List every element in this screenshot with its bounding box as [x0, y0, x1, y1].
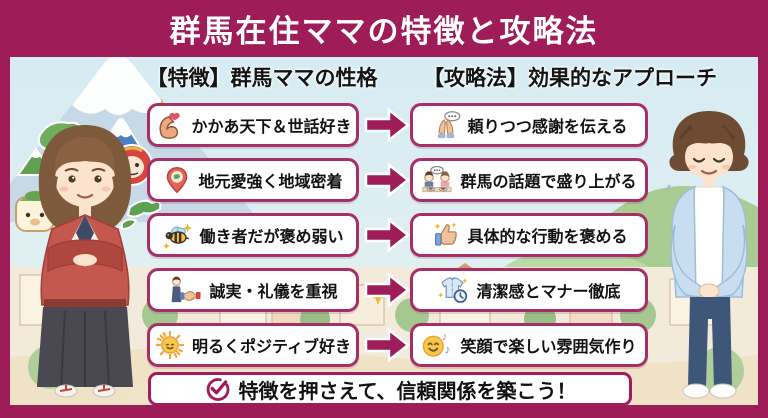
approach-label: 具体的な行動を褒める	[467, 229, 628, 246]
trait-card: 誠実・礼儀を重視	[147, 268, 359, 312]
pray-hands-icon	[431, 110, 461, 140]
arrow-right-icon	[364, 272, 410, 308]
arrow-right-icon	[364, 327, 410, 363]
approach-label: 群馬の話題で盛り上がる	[460, 174, 637, 191]
page-title: 群馬在住ママの特徴と攻略法	[169, 14, 599, 49]
sun-icon	[155, 330, 185, 360]
approach-column-header: 【攻略法】効果的なアプローチ	[423, 67, 717, 90]
chat-meal-icon	[421, 165, 453, 195]
conclusion-label: 特徴を押さえて、信頼関係を築こう！	[238, 380, 577, 403]
bowing-man-illustration	[667, 111, 749, 399]
approach-card: ♪♪ 笑顔で楽しい雰囲気作り	[410, 323, 648, 367]
gunma-mom-illustration	[37, 125, 133, 398]
approach-label: 笑顔で楽しい雰囲気作り	[460, 339, 637, 356]
conclusion-banner: 特徴を押さえて、信頼関係を築こう！	[148, 372, 632, 405]
approach-label: 頼りつつ感謝を伝える	[467, 119, 628, 136]
japan-map-icon	[121, 199, 162, 231]
trait-card: かかあ天下＆世話好き	[147, 103, 359, 147]
shirt-clock-icon	[437, 275, 469, 305]
trait-card: 地元愛強く地域密着	[147, 158, 359, 202]
trait-label: 地元愛強く地域密着	[198, 174, 343, 191]
approach-card: 群馬の話題で盛り上がる	[410, 158, 648, 202]
arrow-right-icon	[364, 217, 410, 253]
trait-label: かかあ天下＆世話好き	[191, 119, 352, 136]
trait-label: 明るくポジティブ好き	[191, 339, 352, 356]
thumbs-up-icon	[430, 220, 460, 250]
approach-card: 具体的な行動を褒める	[410, 213, 648, 257]
check-circle-icon	[204, 376, 230, 402]
svg-text:♪: ♪	[445, 343, 451, 357]
trait-card: 明るくポジティブ好き	[147, 323, 359, 367]
approach-card: 頼りつつ感謝を伝える	[410, 103, 648, 147]
bee-icon	[162, 220, 193, 250]
svg-text:♪: ♪	[442, 331, 448, 343]
content-area: 【特徴】群馬ママの性格 【攻略法】効果的なアプローチ かかあ天下＆世話好き 頼り…	[10, 57, 758, 405]
title-banner: 群馬在住ママの特徴と攻略法	[0, 0, 768, 57]
trait-label: 誠実・礼儀を重視	[209, 284, 338, 301]
approach-card: 清潔感とマナー徹底	[410, 268, 648, 312]
bicep-heart-icon	[154, 110, 184, 140]
arrow-right-icon	[364, 107, 410, 143]
smiley-music-icon: ♪♪	[421, 330, 453, 360]
map-pin-icon	[163, 166, 191, 194]
traits-column-header: 【特徴】群馬ママの性格	[146, 67, 378, 90]
bow-handshake-icon	[168, 275, 202, 305]
trait-card: 働き者だが褒め弱い	[147, 213, 359, 257]
approach-label: 清潔感とマナー徹底	[476, 284, 621, 301]
arrow-right-icon	[364, 162, 410, 198]
trait-label: 働き者だが褒め弱い	[199, 229, 344, 246]
